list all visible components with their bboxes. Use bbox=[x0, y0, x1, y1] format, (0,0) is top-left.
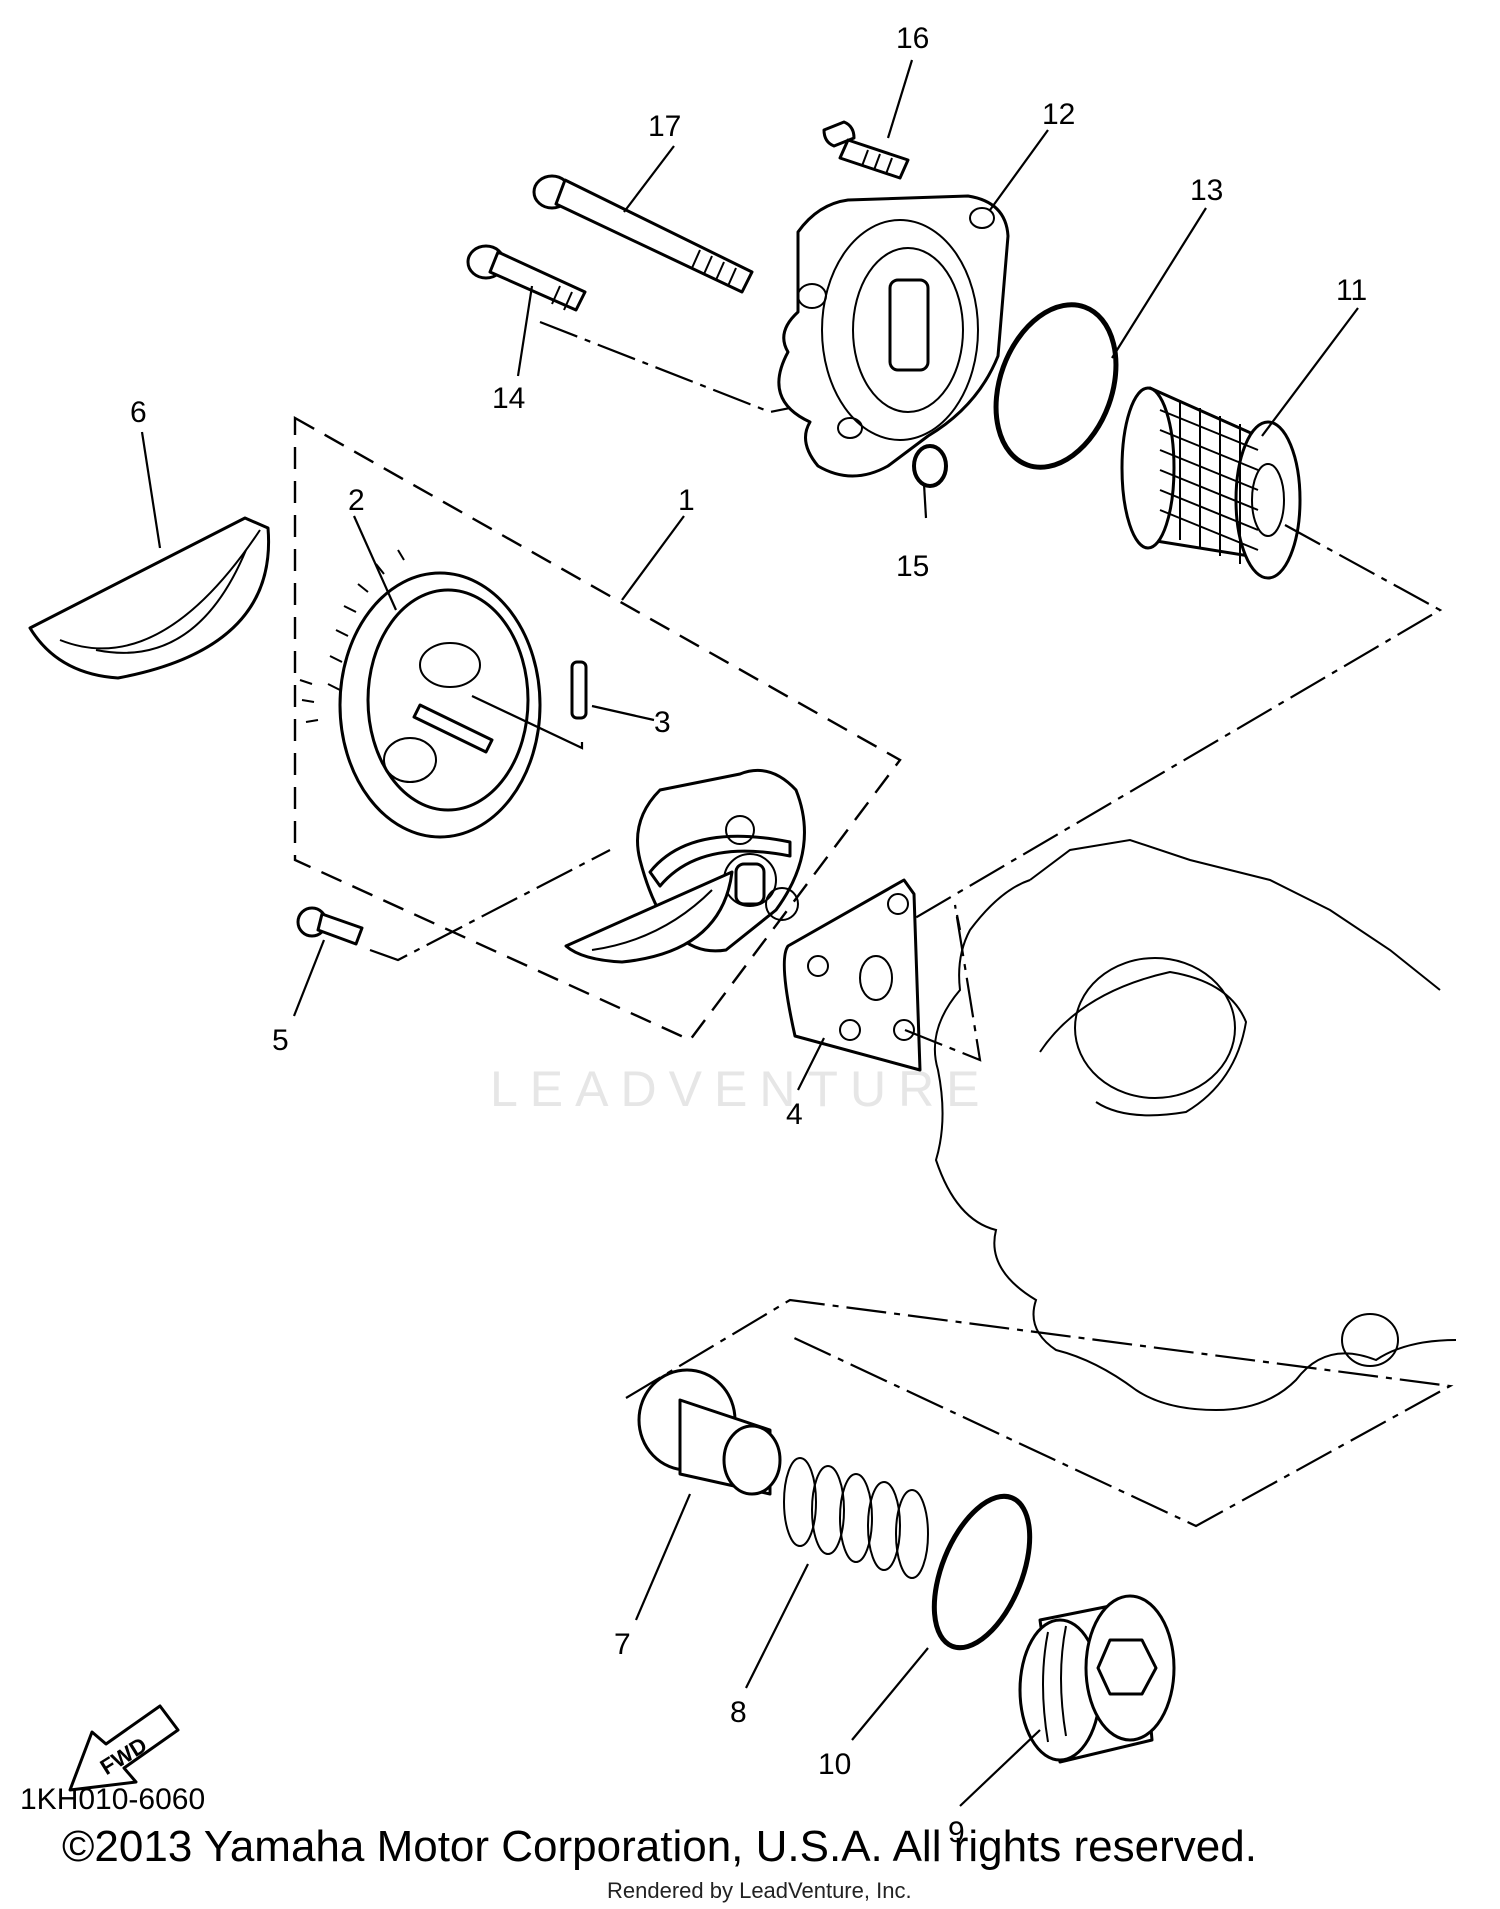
part-10-o-ring[interactable] bbox=[915, 1483, 1049, 1661]
part-17-long-bolt[interactable] bbox=[532, 174, 754, 294]
rendered-by-credit: Rendered by LeadVenture, Inc. bbox=[607, 1878, 912, 1903]
part-11-oil-filter[interactable] bbox=[1120, 386, 1302, 580]
callout-8: 8 bbox=[730, 1696, 747, 1729]
part-14-bolt[interactable] bbox=[466, 244, 587, 312]
diagram-code: 1KH010-6060 bbox=[20, 1783, 206, 1816]
part-15-o-ring[interactable] bbox=[912, 444, 948, 488]
callout-10: 10 bbox=[818, 1748, 851, 1781]
part-5-screw[interactable] bbox=[296, 906, 364, 946]
crankcase-outline bbox=[933, 838, 1457, 1412]
part-12-filter-cover[interactable] bbox=[777, 194, 1010, 478]
callout-17: 17 bbox=[648, 110, 681, 143]
watermark: LEADVENTURE bbox=[490, 1061, 992, 1117]
callout-16: 16 bbox=[896, 22, 929, 55]
callout-1: 1 bbox=[678, 484, 695, 517]
part-2-driven-gear[interactable] bbox=[299, 549, 542, 839]
callout-6: 6 bbox=[130, 396, 147, 429]
fwd-arrow-icon: FWD bbox=[68, 1704, 180, 1792]
callout-4: 4 bbox=[786, 1098, 803, 1131]
part-7-relief-valve[interactable] bbox=[637, 1368, 782, 1496]
part-9-plug-bolt[interactable] bbox=[1018, 1594, 1176, 1764]
part-16-bolt[interactable] bbox=[822, 120, 910, 180]
part-6-bearing-shell[interactable] bbox=[28, 516, 271, 680]
callout-2: 2 bbox=[348, 484, 365, 517]
pump-bearing-half bbox=[564, 870, 734, 964]
part-3-dowel-pin[interactable] bbox=[570, 660, 588, 720]
callout-14: 14 bbox=[492, 382, 525, 415]
callout-11: 11 bbox=[1336, 274, 1367, 307]
part-1-assembly-boundary bbox=[293, 415, 902, 1042]
leader-lines bbox=[140, 59, 1359, 1807]
copyright-notice: ©2013 Yamaha Motor Corporation, U.S.A. A… bbox=[62, 1822, 1257, 1871]
callout-3: 3 bbox=[654, 706, 671, 739]
callout-12: 12 bbox=[1042, 98, 1075, 131]
callout-7: 7 bbox=[614, 1628, 631, 1661]
part-13-o-ring[interactable] bbox=[975, 288, 1138, 484]
part-8-spring[interactable] bbox=[783, 1457, 929, 1579]
callout-15: 15 bbox=[896, 550, 929, 583]
callout-13: 13 bbox=[1190, 174, 1223, 207]
callout-9: 9 bbox=[948, 1816, 965, 1849]
part-4-gasket[interactable] bbox=[782, 878, 922, 1072]
callout-5: 5 bbox=[272, 1024, 289, 1057]
